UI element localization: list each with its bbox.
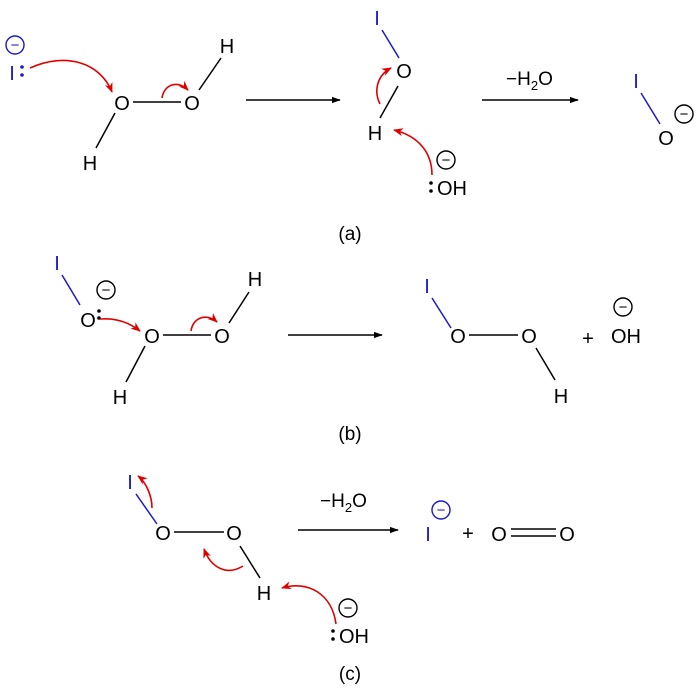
hydrogen-atom: H (113, 387, 127, 409)
charge-circle (436, 150, 456, 170)
iodine-atom: I (425, 524, 431, 546)
minus-water-condition: −H2O (506, 69, 553, 93)
hydrogen-peroxide-a: O O H H (83, 36, 234, 175)
bond-o-h (535, 347, 556, 381)
hydroxide-anion-b: − OH (611, 297, 641, 348)
plus-sign: + (462, 523, 474, 545)
oxygen-atom: O (184, 93, 200, 115)
hydrogen-atom: H (554, 386, 568, 408)
panel-label-b: (b) (338, 424, 361, 445)
lone-pair-dot (20, 73, 24, 77)
lone-pair-dot (429, 181, 433, 185)
bond-i-o (61, 274, 81, 306)
curved-arrow (203, 548, 244, 572)
oxygen-atom: O (559, 524, 575, 546)
bond-o-h (228, 291, 250, 324)
hydrogen-atom: H (257, 583, 271, 605)
bond-o-h (125, 345, 146, 383)
iodine-atom: I (633, 71, 639, 93)
curved-arrow (281, 581, 337, 625)
oxygen-atom: O (80, 310, 96, 332)
oxygen-atom: O (144, 326, 160, 348)
hypoiodite-anion-b: I O − (54, 253, 116, 332)
plus-sign: + (582, 328, 594, 350)
oxygen-atom: O (658, 128, 674, 150)
curved-arrow (29, 59, 113, 93)
hypoiodous-acid-a: I O H (368, 8, 412, 145)
hydrogen-peroxide-b: O O H H (113, 269, 262, 409)
bond-o-h (379, 85, 399, 119)
iodine-atom: I (424, 276, 430, 298)
lone-pair-dot (331, 637, 335, 641)
bond-i-o (381, 29, 400, 59)
iodide-anion-a: − I (5, 35, 25, 85)
panel-c: I O O H − OH −H2O I − + O (127, 472, 575, 685)
iodine-atom: I (54, 253, 60, 275)
panel-b: I O − O O H H I O O H (54, 253, 641, 445)
charge-circle (96, 280, 116, 300)
oxygen-atom: O (114, 93, 130, 115)
hydroxide-label: OH (437, 178, 467, 200)
hydroxide-label: OH (339, 626, 369, 648)
hydroxide-anion-a: − OH (429, 150, 467, 200)
hydrogen-atom: H (83, 153, 97, 175)
charge-sign: − (442, 152, 451, 169)
panel-a: − I O O H H I O H − (5, 8, 694, 245)
bond-i-o (135, 493, 158, 525)
charge-circle (431, 500, 451, 520)
lone-pair-dot (97, 309, 101, 313)
curved-arrow (161, 80, 189, 99)
curved-arrow (137, 475, 153, 509)
curved-arrow (190, 313, 218, 332)
oxygen-atom: O (214, 326, 230, 348)
curved-arrow (376, 67, 392, 105)
oxygen-atom: O (396, 61, 412, 83)
bond-i-o (431, 297, 452, 329)
iodide-anion-c: I − (425, 500, 451, 546)
oxygen-atom: O (450, 326, 466, 348)
charge-circle (674, 104, 694, 124)
iodine-atom: I (127, 472, 133, 494)
iodine-peroxide-product-b: I O O H (424, 276, 568, 408)
curved-arrow (393, 128, 433, 176)
hydrogen-atom: H (368, 123, 382, 145)
panel-label-c: (c) (339, 664, 361, 685)
dioxygen-product: O O (491, 524, 575, 546)
charge-circle (613, 297, 633, 317)
hydrogen-atom: H (220, 36, 234, 58)
bond-i-o (640, 92, 661, 125)
charge-sign: − (619, 299, 628, 316)
lone-pair-dot (331, 629, 335, 633)
panel-label-a: (a) (338, 224, 361, 245)
curved-arrow (99, 317, 141, 332)
charge-sign: − (680, 106, 689, 123)
bond-o-h (198, 57, 222, 91)
iodine-peroxide-c: I O O H (127, 472, 271, 605)
charge-sign: − (437, 502, 446, 519)
bond-o-h (239, 545, 261, 579)
hydroxide-label: OH (611, 326, 641, 348)
charge-sign: − (102, 282, 111, 299)
hydroxide-anion-c: − OH (331, 598, 369, 648)
charge-sign: − (11, 37, 20, 54)
iodine-atom: I (374, 8, 380, 30)
minus-water-condition: −H2O (320, 491, 367, 515)
lone-pair-dot (20, 65, 24, 69)
charge-circle (5, 35, 25, 55)
charge-circle (338, 598, 358, 618)
hypoiodite-anion-a: I O − (633, 71, 694, 150)
oxygen-atom: O (226, 523, 242, 545)
oxygen-atom: O (521, 326, 537, 348)
bond-o-h (95, 112, 116, 149)
oxygen-atom: O (491, 524, 507, 546)
lone-pair-dot (97, 316, 101, 320)
lone-pair-dot (429, 189, 433, 193)
oxygen-atom: O (155, 523, 171, 545)
hydrogen-atom: H (248, 269, 262, 291)
charge-sign: − (344, 600, 353, 617)
iodine-atom: I (9, 63, 15, 85)
